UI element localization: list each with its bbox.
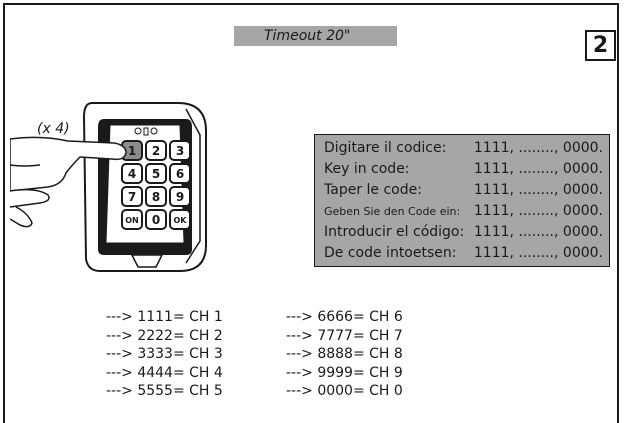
key-5: 5 — [152, 167, 160, 181]
instruction-nl: De code intoetsen: 1111, ........, 0000. — [324, 243, 609, 264]
key-7: 7 — [128, 190, 136, 204]
key-4: 4 — [128, 167, 136, 181]
instruction-es: Introducir el código: 1111, ........, 00… — [324, 222, 609, 243]
instruction-value: 1111, ........, 0000. — [473, 161, 603, 177]
key-0: 0 — [152, 213, 160, 227]
channel-mapping: ---> 3333= CH 3 — [106, 346, 223, 362]
key-on: ON — [125, 216, 139, 225]
key-2: 2 — [152, 144, 160, 158]
instruction-label: Taper le code: — [324, 182, 422, 198]
instruction-en: Key in code: 1111, ........, 0000. — [324, 159, 609, 180]
instruction-label: Introducir el código: — [324, 224, 465, 240]
keypad-keys: 1 2 3 4 5 6 7 8 9 ON 0 OK — [121, 140, 191, 230]
channel-mapping: ---> 0000= CH 0 — [286, 383, 403, 399]
page-frame — [3, 3, 619, 423]
keypad-illustration: 1 2 3 4 5 6 7 8 9 ON 0 OK — [10, 102, 207, 272]
instruction-value: 1111, ........, 0000. — [473, 203, 603, 219]
key-3: 3 — [176, 144, 184, 158]
channel-mapping: ---> 4444= CH 4 — [106, 364, 223, 381]
instruction-label: De code intoetsen: — [324, 245, 457, 261]
instruction-it: Digitare il codice: 1111, ........, 0000… — [324, 138, 609, 159]
channel-mapping: ---> 2222= CH 2 — [106, 327, 223, 344]
channel-mapping: ---> 7777= CH 7 — [286, 327, 403, 344]
channel-map-left: ---> 1111= CH 1 ---> 2222= CH 2 ---> 333… — [106, 308, 223, 401]
channel-mapping: ---> 9999= CH 9 — [286, 364, 403, 381]
instruction-value: 1111, ........, 0000. — [473, 140, 603, 156]
channel-mapping: ---> 5555= CH 5 — [106, 383, 223, 399]
pointing-hand-icon — [10, 136, 127, 228]
key-9: 9 — [176, 190, 184, 204]
instruction-value: 1111, ........, 0000. — [473, 245, 603, 261]
key-8: 8 — [152, 190, 160, 204]
key-1: 1 — [128, 144, 136, 158]
instruction-fr: Taper le code: 1111, ........, 0000. — [324, 180, 609, 201]
key-ok: OK — [174, 216, 188, 225]
channel-mapping: ---> 8888= CH 8 — [286, 346, 403, 362]
instruction-value: 1111, ........, 0000. — [473, 182, 603, 198]
repeat-count: (x 4) — [37, 121, 70, 137]
channel-mapping: ---> 1111= CH 1 — [106, 309, 223, 325]
key-6: 6 — [176, 167, 184, 181]
instruction-value: 1111, ........, 0000. — [473, 224, 603, 240]
instruction-de: Geben Sie den Code ein: 1111, ........, … — [324, 201, 609, 222]
step-number: 2 — [585, 30, 616, 61]
instruction-label: Key in code: — [324, 161, 410, 177]
instruction-label: Geben Sie den Code ein: — [324, 205, 461, 218]
instruction-label: Digitare il codice: — [324, 140, 447, 156]
channel-mapping: ---> 6666= CH 6 — [286, 309, 403, 325]
timeout-banner: Timeout 20" — [234, 26, 397, 46]
channel-map-right: ---> 6666= CH 6 ---> 7777= CH 7 ---> 888… — [286, 308, 403, 401]
code-instructions-box: Digitare il codice: 1111, ........, 0000… — [314, 134, 610, 267]
